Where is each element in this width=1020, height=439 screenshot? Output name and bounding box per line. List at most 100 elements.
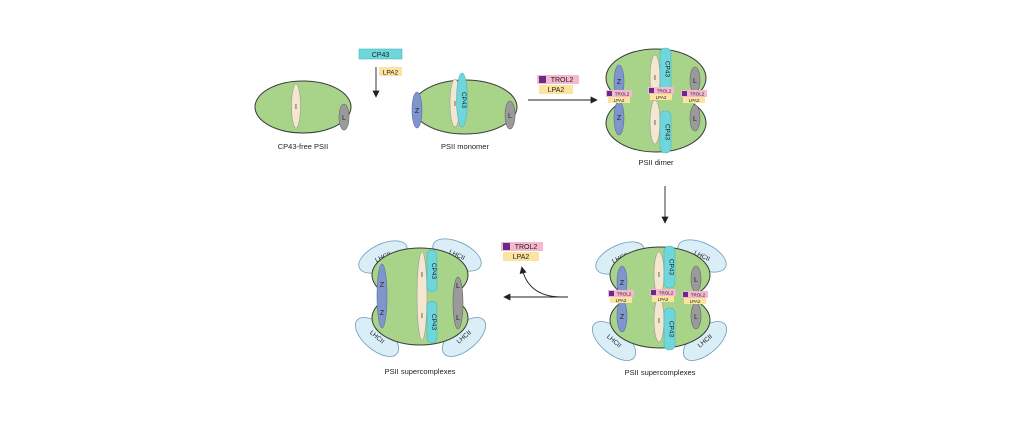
subunit-z-label: Z	[415, 108, 420, 115]
psii-supercomplex-final: LHCII LHCII LHCII LHCII Z Z I I CP43 CP4…	[355, 238, 486, 376]
trol2-lpa2-release: TROL2 LPA2	[501, 242, 568, 301]
cp43-subunit	[663, 307, 676, 351]
trol2-lpa2-tag-center: TROL2 LPA2	[650, 289, 676, 302]
subunit-i-label: I	[295, 104, 297, 111]
subunit-z-label: Z	[380, 310, 385, 317]
psii-monomer: Z I CP43 L PSII monomer	[411, 72, 518, 151]
subunit-l	[338, 103, 350, 131]
psii-dimer: Z Z I I CP43 CP43 L L TROL2 LPA2 TROL2	[605, 47, 707, 167]
trol2-marker	[539, 76, 546, 83]
trol2-tag	[606, 90, 632, 97]
lpa2-tag	[379, 67, 402, 76]
trol2-tag	[608, 290, 634, 297]
lpa2-tag	[608, 97, 630, 103]
cp43-subunit-label: CP43	[668, 321, 675, 338]
stage-label-cp43-free: CP43-free PSII	[278, 142, 328, 151]
lpa2-tag-label: LPA2	[383, 70, 399, 77]
lpa2-tag	[503, 252, 539, 261]
trol2-marker	[649, 88, 654, 93]
subunit-l-label: L	[456, 315, 460, 322]
trol2-lpa2-tag-right: TROL2 LPA2	[682, 291, 708, 304]
cp43-free-psii: I L CP43-free PSII	[254, 80, 352, 151]
trol2-tag	[682, 291, 708, 298]
trol2-tag-label: TROL2	[515, 244, 538, 251]
trol2-tag-label: TROL2	[657, 89, 672, 94]
subunit-z	[376, 263, 388, 329]
cp43-subunit-label: CP43	[664, 124, 671, 141]
subunit-i-label: I	[454, 101, 456, 108]
subunit-i-label: I	[654, 75, 656, 82]
subunit-l-label: L	[456, 283, 460, 290]
cp43-subunit	[659, 110, 672, 154]
subunit-l-label: L	[694, 314, 698, 321]
lhcii-bottom-left: LHCII	[592, 321, 636, 361]
lpa2-tag	[652, 296, 674, 302]
psii-core-body	[254, 80, 352, 134]
subunit-l-label: L	[694, 277, 698, 284]
trol2-tag-label: TROL2	[690, 92, 705, 97]
trol2-lpa2-tag-center: TROL2 LPA2	[648, 87, 674, 100]
subunit-i-label: I	[421, 272, 423, 279]
lpa2-tag	[650, 94, 672, 100]
cp43-subunit	[663, 245, 676, 289]
trol2-tag	[501, 242, 543, 251]
subunit-z-label: Z	[620, 280, 625, 287]
trol2-marker	[607, 91, 612, 96]
psii-supercomplex-with-trol2: LHCII LHCII LHCII LHCII Z Z I I CP43 CP4…	[592, 239, 727, 377]
lpa2-tag-label: LPA2	[614, 98, 625, 103]
trol2-marker	[682, 91, 687, 96]
trol2-tag-label: TROL2	[551, 77, 574, 84]
subunit-i-label: I	[654, 120, 656, 127]
lpa2-tag	[610, 297, 632, 303]
cp43-lpa2-input: CP43 LPA2	[358, 48, 403, 98]
cp43-subunit-label: CP43	[664, 61, 671, 78]
trol2-tag	[648, 87, 674, 94]
stage-label-supercomplex-with: PSII supercomplexes	[625, 368, 696, 377]
trol2-tag-label: TROL2	[617, 292, 632, 297]
lpa2-tag-label: LPA2	[689, 98, 700, 103]
lpa2-tag-label: LPA2	[690, 299, 701, 304]
subunit-l-label: L	[693, 78, 697, 85]
cp43-subunit-label: CP43	[430, 263, 437, 280]
subunit-z-label: Z	[617, 79, 622, 86]
lpa2-tag-label: LPA2	[656, 95, 667, 100]
stage-label-supercomplex-final: PSII supercomplexes	[385, 367, 456, 376]
cp43-tag	[358, 48, 403, 60]
trol2-lpa2-input-1: TROL2 LPA2	[528, 75, 598, 104]
lpa2-tag-label: LPA2	[513, 254, 530, 261]
stage-label-dimer: PSII dimer	[638, 158, 674, 167]
cp43-subunit-label: CP43	[668, 259, 675, 276]
cp43-subunit-label: CP43	[460, 92, 467, 109]
subunit-l	[504, 100, 516, 130]
lpa2-tag	[683, 97, 705, 103]
subunit-l-label: L	[508, 113, 512, 120]
trol2-marker	[503, 243, 510, 250]
subunit-l	[689, 104, 701, 132]
trol2-tag	[537, 75, 579, 84]
subunit-i	[291, 83, 301, 129]
cp43-tag-label: CP43	[372, 52, 390, 59]
cp43-subunit	[426, 249, 438, 293]
trol2-marker	[651, 290, 656, 295]
release-curve-arrow	[519, 266, 561, 298]
trol2-marker	[683, 292, 688, 297]
subunit-z-label: Z	[620, 314, 625, 321]
subunit-i	[416, 251, 428, 341]
trol2-tag-label: TROL2	[615, 92, 630, 97]
subunit-z-label: Z	[380, 282, 385, 289]
trol2-tag	[681, 90, 707, 97]
lpa2-tag-label: LPA2	[616, 298, 627, 303]
lpa2-tag-label: LPA2	[658, 297, 669, 302]
subunit-i-label: I	[421, 313, 423, 320]
cp43-subunit	[456, 72, 468, 128]
trol2-tag	[650, 289, 676, 296]
cp43-subunit	[426, 300, 438, 344]
trol2-tag-label: TROL2	[691, 293, 706, 298]
subunit-z-label: Z	[617, 115, 622, 122]
subunit-l-label: L	[693, 116, 697, 123]
lpa2-tag	[539, 85, 573, 94]
stage-label-monomer: PSII monomer	[441, 142, 489, 151]
subunit-l-label: L	[342, 115, 346, 122]
subunit-l	[452, 276, 464, 330]
